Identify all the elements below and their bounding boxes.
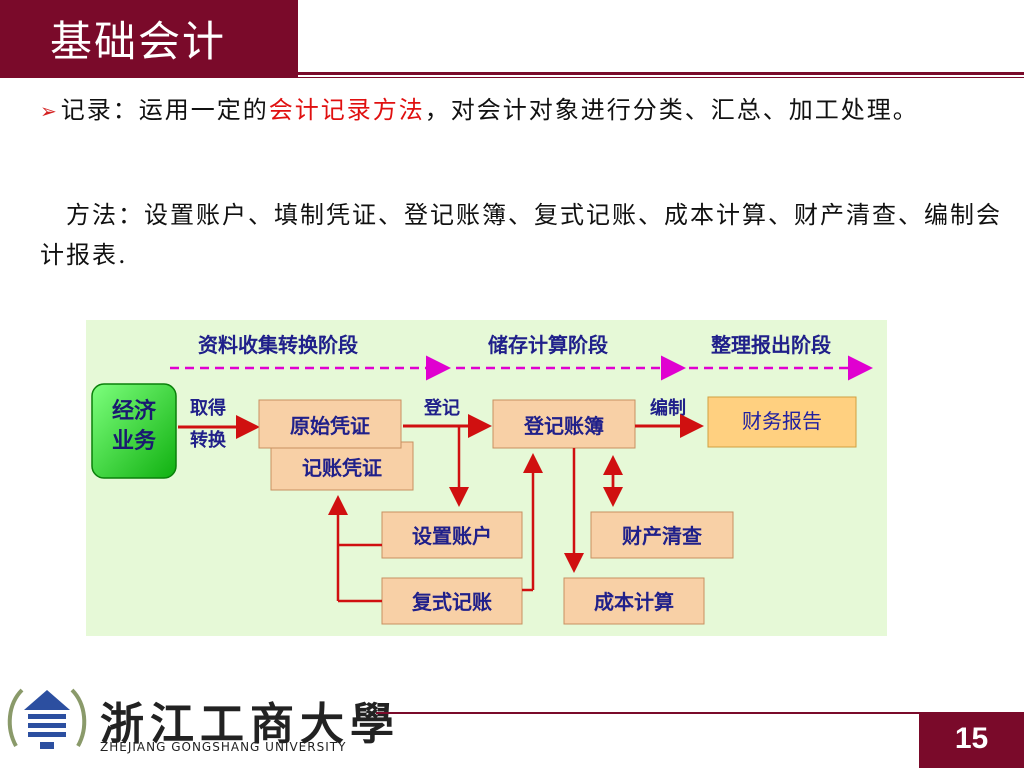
financial-report-box — [707, 396, 857, 448]
ledger-label: 登记账簿 — [523, 414, 604, 438]
record-prefix: 记录：运用一定的 — [60, 96, 269, 124]
property-check-box — [590, 511, 734, 559]
university-name-en: ZHEJIANG GONGSHANG UNIVERSITY — [100, 740, 347, 754]
convert-label: 转换 — [190, 429, 227, 451]
economic-business-line1: 经济 — [112, 398, 157, 424]
stage-collect-label: 资料收集转换阶段 — [198, 333, 358, 357]
page-title: 基础会计 — [50, 17, 227, 66]
university-name-cn: 浙江工商大學 — [100, 699, 400, 750]
cost-calc-label: 成本计算 — [594, 590, 674, 614]
university-emblem-icon — [7, 688, 87, 749]
header-rule — [298, 72, 1024, 75]
obtain-label: 取得 — [190, 397, 226, 419]
stage-report-label: 整理报出阶段 — [710, 333, 831, 357]
header-rule-thin — [298, 77, 1024, 78]
arrow-bullet-icon: ➢ — [40, 99, 59, 123]
methods-paragraph: 方法：设置账户、填制凭证、登记账簿、复式记账、成本计算、财产清查、编制会计报表. — [40, 201, 1002, 269]
accounting-flow-diagram: 资料收集转换阶段 储存计算阶段 整理报出阶段 经济 业务 取得 转换 记账凭证 … — [86, 320, 887, 636]
bookkeeping-voucher-label: 记账凭证 — [302, 456, 382, 480]
record-suffix: ，对会计对象进行分类、汇总、加工处理。 — [424, 96, 919, 124]
footer-rule — [376, 712, 919, 714]
set-accounts-box — [381, 511, 523, 559]
double-entry-box — [381, 577, 523, 625]
title-bar: 基础会计 — [0, 0, 298, 78]
financial-report-label: 财务报告 — [742, 409, 822, 433]
post-label: 登记 — [423, 397, 460, 419]
double-entry-label: 复式记账 — [411, 590, 492, 614]
property-check-label: 财产清查 — [622, 524, 702, 548]
stage-store-label: 储存计算阶段 — [488, 333, 608, 357]
set-accounts-label: 设置账户 — [412, 524, 492, 548]
page-number-box: 15 — [919, 712, 1024, 768]
page-number: 15 — [954, 722, 989, 755]
economic-business-box — [91, 383, 177, 479]
original-voucher-label: 原始凭证 — [290, 414, 370, 438]
cost-calc-box — [563, 577, 705, 625]
original-voucher-box — [258, 399, 402, 449]
compile-label: 编制 — [650, 397, 686, 419]
record-highlight: 会计记录方法 — [268, 96, 425, 124]
university-logo — [0, 676, 376, 768]
economic-business-line2: 业务 — [112, 429, 157, 454]
ledger-box — [492, 399, 636, 449]
bookkeeping-voucher-box — [270, 441, 414, 491]
record-paragraph: ➢记录：运用一定的会计记录方法，对会计对象进行分类、汇总、加工处理。 — [40, 90, 1015, 131]
